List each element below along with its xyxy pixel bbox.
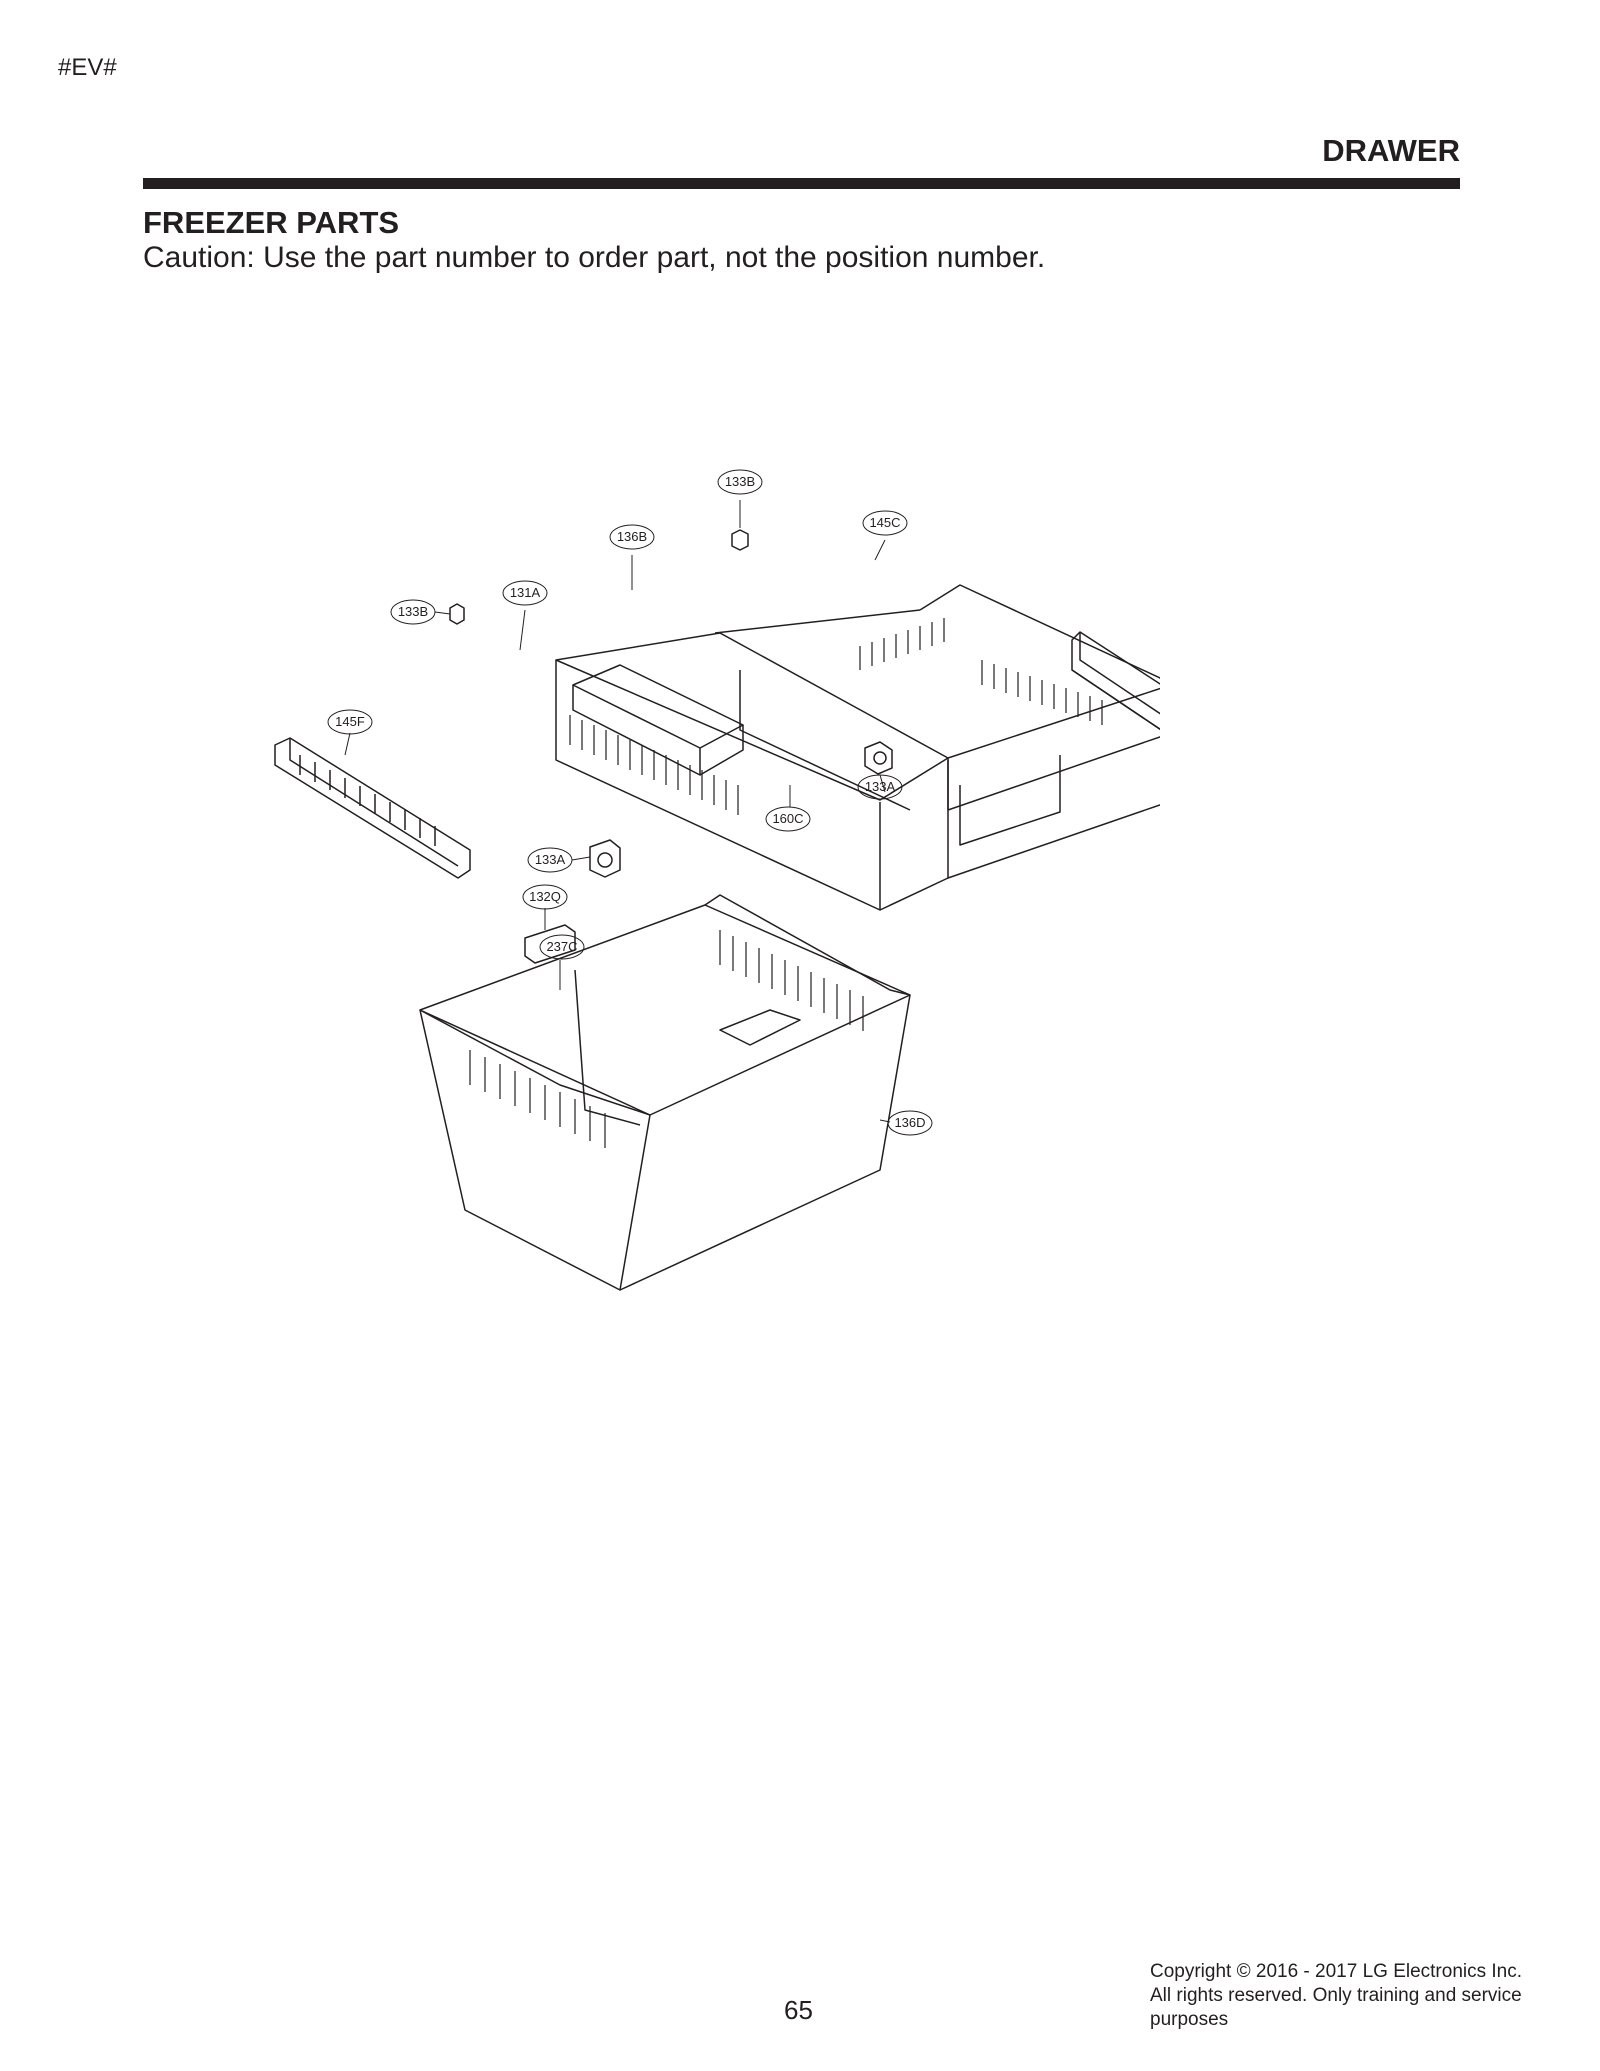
copyright-line: Copyright © 2016 - 2017 LG Electronics I… <box>1150 1961 1523 1982</box>
copyright-line: All rights reserved. Only training and s… <box>1150 1985 1522 2006</box>
svg-text:136D: 136D <box>894 1115 925 1130</box>
callout-136d: 136D <box>887 1110 933 1136</box>
upper-drawer-136b <box>555 584 1160 911</box>
exploded-parts-diagram: 133B 145C 136B 131A 133B 145F 133A 160C … <box>274 469 1160 1291</box>
rail-145f <box>274 737 471 879</box>
rail-145c <box>1071 631 1160 731</box>
leader-lines <box>344 500 891 1123</box>
section-title: DRAWER <box>1322 133 1460 168</box>
svg-text:133B: 133B <box>398 604 428 619</box>
header-rule <box>143 178 1460 189</box>
upper-drawer-slots <box>569 618 1103 815</box>
callout-133a-right: 133A <box>857 774 903 800</box>
svg-text:145F: 145F <box>335 714 365 729</box>
callout-145c: 145C <box>862 510 908 536</box>
svg-text:133A: 133A <box>535 852 566 867</box>
svg-text:145C: 145C <box>869 515 900 530</box>
lower-basket-136d <box>419 894 911 1291</box>
callout-145f: 145F <box>327 709 373 735</box>
svg-text:136B: 136B <box>617 529 647 544</box>
page-number: 65 <box>784 1995 813 2025</box>
clip-133b-top <box>731 529 749 551</box>
page-heading: FREEZER PARTS <box>143 205 400 240</box>
callout-160c: 160C <box>765 806 811 832</box>
roller-133a-right <box>864 741 893 775</box>
clip-133b-left <box>449 603 465 625</box>
callout-133a-bottom: 133A <box>527 847 573 873</box>
callout-237c: 237C <box>539 934 585 960</box>
svg-text:132Q: 132Q <box>529 889 561 904</box>
caution-note: Caution: Use the part number to order pa… <box>143 241 1046 274</box>
callout-133b-top: 133B <box>717 469 763 495</box>
bracket-132q <box>524 924 576 964</box>
callout-131a: 131A <box>502 580 548 606</box>
svg-text:133B: 133B <box>725 474 755 489</box>
svg-text:133A: 133A <box>865 779 896 794</box>
document-code: #EV# <box>58 54 117 81</box>
callout-133b-left: 133B <box>390 599 436 625</box>
roller-133a-bottom <box>589 839 621 878</box>
copyright-line: purposes <box>1150 2009 1229 2030</box>
svg-text:237C: 237C <box>546 939 577 954</box>
lower-basket-slots <box>469 930 864 1148</box>
svg-text:131A: 131A <box>510 585 541 600</box>
svg-text:160C: 160C <box>772 811 803 826</box>
tray-131a <box>572 664 744 776</box>
callout-132q: 132Q <box>522 884 568 910</box>
copyright-notice: Copyright © 2016 - 2017 LG Electronics I… <box>1150 1960 1570 2032</box>
callout-136b: 136B <box>609 524 655 550</box>
